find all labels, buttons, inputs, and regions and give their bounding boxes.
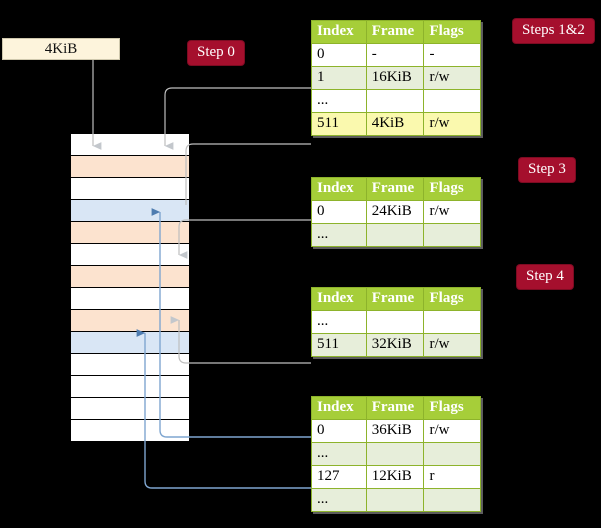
- memory-frame-row: [71, 244, 189, 266]
- cell-flags: [423, 89, 481, 113]
- badge-steps-1-2: Steps 1&2: [513, 19, 594, 43]
- table-row: ...: [311, 310, 481, 334]
- column-header-frame: Frame: [365, 287, 425, 311]
- cell-index: 511: [311, 112, 367, 136]
- table-row: ...: [311, 89, 481, 113]
- cell-flags: -: [423, 43, 481, 67]
- column-header-flags: Flags: [423, 287, 481, 311]
- cell-flags: r/w: [423, 333, 481, 357]
- cell-index: 511: [311, 333, 367, 357]
- table-row: ...: [311, 223, 481, 247]
- memory-frame-row: [71, 420, 189, 442]
- cell-flags: r/w: [423, 112, 481, 136]
- memory-frame-row: [71, 354, 189, 376]
- memory-frame-row: [71, 178, 189, 200]
- cell-flags: r/w: [423, 419, 481, 443]
- table-row: ...: [311, 442, 481, 466]
- column-header-flags: Flags: [423, 177, 481, 201]
- source-block-4kib: 4KiB: [2, 38, 120, 60]
- cell-index: ...: [311, 310, 367, 334]
- column-header-index: Index: [311, 177, 367, 201]
- cell-frame: -: [365, 43, 425, 67]
- cell-flags: [423, 442, 481, 466]
- cell-frame: [365, 89, 425, 113]
- badge-step-0: Step 0: [188, 41, 244, 65]
- memory-frame-row: [71, 156, 189, 178]
- memory-frame-row: [71, 222, 189, 244]
- cell-frame: [365, 442, 425, 466]
- cell-flags: [423, 488, 481, 512]
- memory-frame-row: [71, 266, 189, 288]
- cell-frame: 4KiB: [365, 112, 425, 136]
- column-header-index: Index: [311, 396, 367, 420]
- cell-index: ...: [311, 488, 367, 512]
- memory-frame-row: [71, 288, 189, 310]
- cell-flags: r/w: [423, 200, 481, 224]
- table-row: 0--: [311, 43, 481, 67]
- cell-index: 1: [311, 66, 367, 90]
- cell-flags: [423, 310, 481, 334]
- cell-frame: 16KiB: [365, 66, 425, 90]
- cell-frame: 36KiB: [365, 419, 425, 443]
- cell-index: ...: [311, 223, 367, 247]
- column-header-frame: Frame: [365, 177, 425, 201]
- badge-step-4: Step 4: [517, 265, 573, 289]
- cell-index: 0: [311, 200, 367, 224]
- column-header-frame: Frame: [365, 396, 425, 420]
- cell-frame: 24KiB: [365, 200, 425, 224]
- cell-frame: 12KiB: [365, 465, 425, 489]
- cell-index: ...: [311, 89, 367, 113]
- column-header-frame: Frame: [365, 20, 425, 44]
- column-header-index: Index: [311, 287, 367, 311]
- cell-index: ...: [311, 442, 367, 466]
- column-header-index: Index: [311, 20, 367, 44]
- memory-frame-row: [71, 134, 189, 156]
- table-row: ...: [311, 488, 481, 512]
- memory-frame-row: [71, 376, 189, 398]
- cell-frame: [365, 488, 425, 512]
- badge-step-3: Step 3: [519, 158, 575, 182]
- physical-memory-column: [70, 133, 190, 442]
- cell-index: 0: [311, 43, 367, 67]
- memory-frame-row: [71, 332, 189, 354]
- cell-flags: r/w: [423, 66, 481, 90]
- cell-frame: 32KiB: [365, 333, 425, 357]
- cell-frame: [365, 310, 425, 334]
- cell-flags: r: [423, 465, 481, 489]
- column-header-flags: Flags: [423, 396, 481, 420]
- source-block-label: 4KiB: [44, 40, 78, 57]
- column-header-flags: Flags: [423, 20, 481, 44]
- cell-index: 127: [311, 465, 367, 489]
- cell-frame: [365, 223, 425, 247]
- memory-frame-row: [71, 398, 189, 420]
- memory-frame-row: [71, 310, 189, 332]
- memory-frame-row: [71, 200, 189, 222]
- cell-index: 0: [311, 419, 367, 443]
- cell-flags: [423, 223, 481, 247]
